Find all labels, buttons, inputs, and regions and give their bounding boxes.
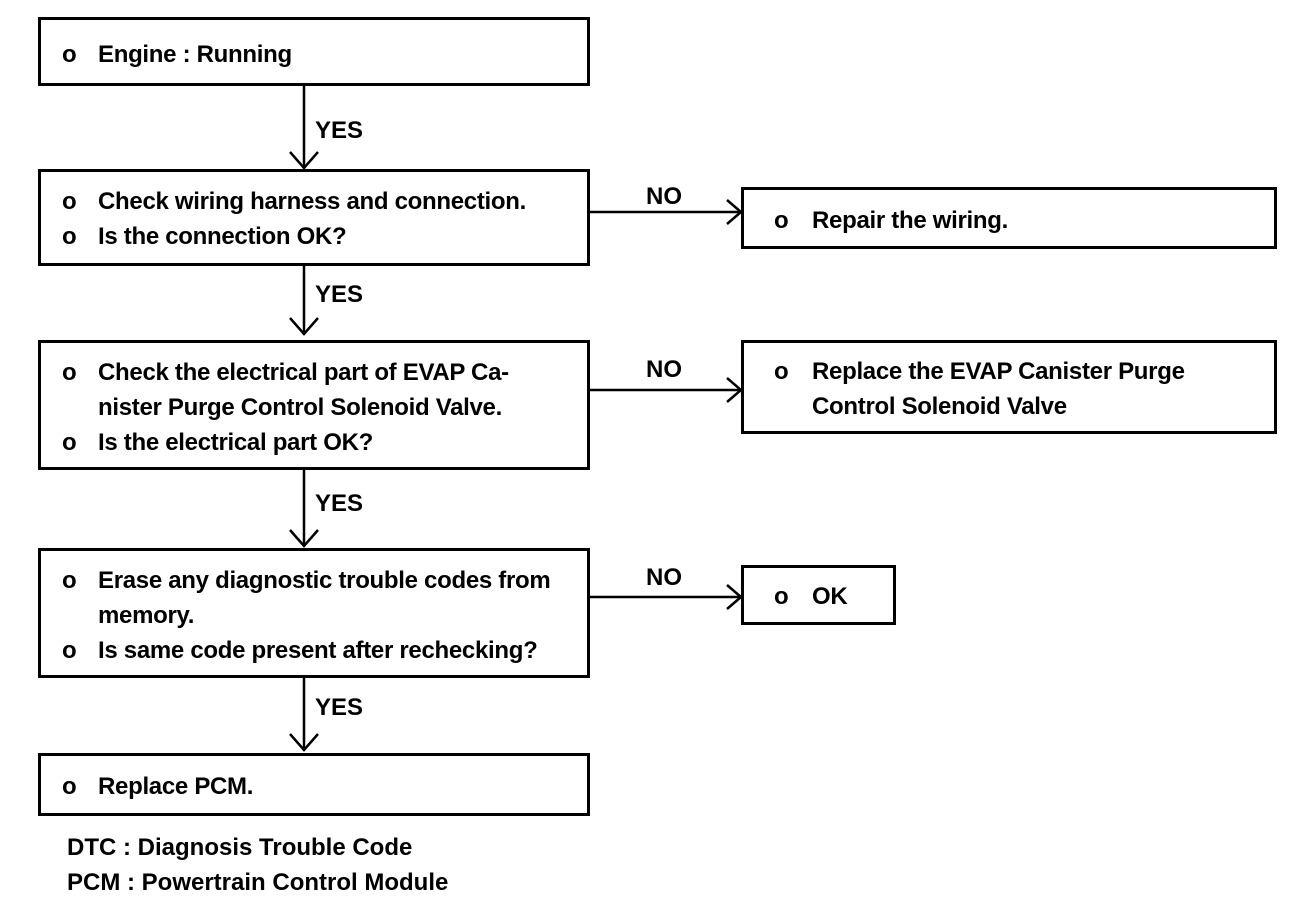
bullet: o — [62, 773, 77, 800]
no-label-3: NO — [646, 564, 682, 591]
no-label-2: NO — [646, 356, 682, 383]
box-text: Erase any diagnostic trouble codes from — [98, 567, 551, 594]
erase-codes-box: o Erase any diagnostic trouble codes fro… — [38, 548, 590, 678]
arrowhead-wiring-to-electrical — [289, 317, 319, 336]
engine-running-box: o Engine : Running — [38, 17, 590, 86]
bullet: o — [774, 207, 789, 234]
yes-label-1: YES — [315, 117, 364, 144]
box-text: nister Purge Control Solenoid Valve. — [98, 394, 502, 421]
bullet: o — [62, 188, 77, 215]
bullet: o — [62, 637, 77, 664]
bullet: o — [62, 223, 77, 250]
box-text: Is the electrical part OK? — [98, 429, 373, 456]
box-text: memory. — [98, 602, 195, 629]
box-text: Replace the EVAP Canister Purge — [812, 358, 1185, 385]
box-text: Replace PCM. — [98, 773, 254, 800]
legend-pcm: PCM : Powertrain Control Module — [67, 869, 449, 896]
repair-wiring-box: o Repair the wiring. — [741, 187, 1277, 249]
check-electrical-box: o Check the electrical part of EVAP Ca- … — [38, 340, 590, 470]
yes-label-4: YES — [315, 694, 364, 721]
box-text: Engine : Running — [98, 41, 292, 68]
box-text: Control Solenoid Valve — [812, 393, 1067, 420]
box-text: Check the electrical part of EVAP Ca- — [98, 359, 509, 386]
box-text: Is the connection OK? — [98, 223, 347, 250]
box-text: OK — [812, 583, 848, 610]
no-label-1: NO — [646, 183, 682, 210]
arrowhead-engine-to-wiring — [289, 151, 319, 170]
box-text: Is same code present after rechecking? — [98, 637, 538, 664]
bullet: o — [774, 583, 789, 610]
box-text: Repair the wiring. — [812, 207, 1008, 234]
box-text: Check wiring harness and connection. — [98, 188, 526, 215]
ok-box: o OK — [741, 565, 896, 625]
replace-valve-box: o Replace the EVAP Canister Purge Contro… — [741, 340, 1277, 434]
yes-label-3: YES — [315, 490, 364, 517]
legend-dtc: DTC : Diagnosis Trouble Code — [67, 834, 413, 861]
bullet: o — [62, 359, 77, 386]
yes-label-2: YES — [315, 281, 364, 308]
bullet: o — [62, 429, 77, 456]
arrowhead-electrical-to-erase — [289, 529, 319, 548]
arrowhead-erase-to-pcm — [289, 733, 319, 752]
bullet: o — [774, 358, 789, 385]
bullet: o — [62, 567, 77, 594]
check-wiring-box: o Check wiring harness and connection. o… — [38, 169, 590, 266]
bullet: o — [62, 41, 77, 68]
replace-pcm-box: o Replace PCM. — [38, 753, 590, 816]
